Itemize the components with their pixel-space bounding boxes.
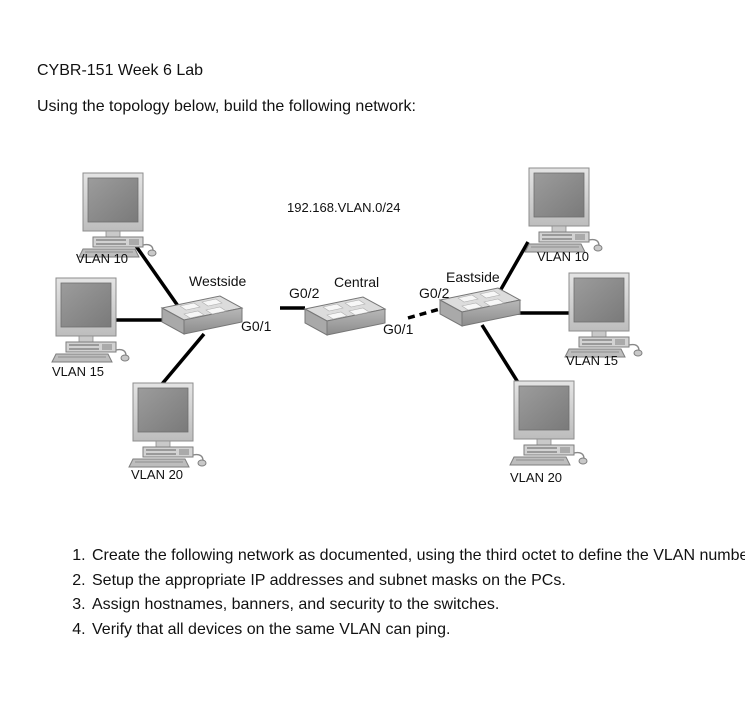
link-westside-pc-vlan10: [134, 244, 180, 308]
instruction-item: Create the following network as document…: [90, 544, 745, 569]
west-pc-vlan10-label: VLAN 10: [76, 251, 128, 266]
switch-icon: [439, 287, 521, 327]
port-label-eastside-g02: G0/2: [419, 285, 450, 301]
switch-icon: [304, 296, 386, 336]
west-pc-vlan20-label: VLAN 20: [131, 467, 183, 482]
link-eastside-pc-vlan10: [498, 241, 530, 292]
network-links: [113, 241, 572, 386]
east-pc-vlan20-label: VLAN 20: [510, 470, 562, 485]
intro-text: Using the topology below, build the foll…: [37, 98, 416, 115]
instruction-item: Assign hostnames, banners, and security …: [90, 593, 745, 618]
west-pc-vlan15-label: VLAN 15: [52, 364, 104, 379]
instructions-list: Create the following network as document…: [62, 544, 745, 642]
port-label-central-g01: G0/1: [383, 321, 414, 337]
east-pc-vlan10-label: VLAN 10: [537, 249, 589, 264]
instruction-item: Verify that all devices on the same VLAN…: [90, 618, 745, 643]
switch-label-eastside: Eastside: [446, 269, 500, 285]
instruction-item: Setup the appropriate IP addresses and s…: [90, 569, 745, 594]
network-topology-diagram: 192.168.VLAN.0/24 Westside G0/1 G0/2 Cen…: [51, 167, 643, 485]
pc-icon: [78, 172, 157, 258]
pc-icon: [524, 167, 603, 253]
network-address-label: 192.168.VLAN.0/24: [287, 200, 400, 215]
east-pc-vlan15-label: VLAN 15: [566, 353, 618, 368]
port-label-central-g02: G0/2: [289, 285, 320, 301]
pc-icon: [564, 272, 643, 358]
link-westside-pc-vlan20: [160, 332, 206, 386]
page-title: CYBR-151 Week 6 Lab: [37, 62, 204, 79]
link-eastside-pc-vlan20: [480, 324, 521, 385]
port-label-westside-g01: G0/1: [241, 318, 272, 334]
link-central-eastside: [407, 307, 441, 320]
pc-icon: [128, 382, 207, 468]
switch-label-central: Central: [334, 274, 379, 290]
switch-label-westside: Westside: [189, 273, 247, 289]
pc-icon: [509, 380, 588, 466]
